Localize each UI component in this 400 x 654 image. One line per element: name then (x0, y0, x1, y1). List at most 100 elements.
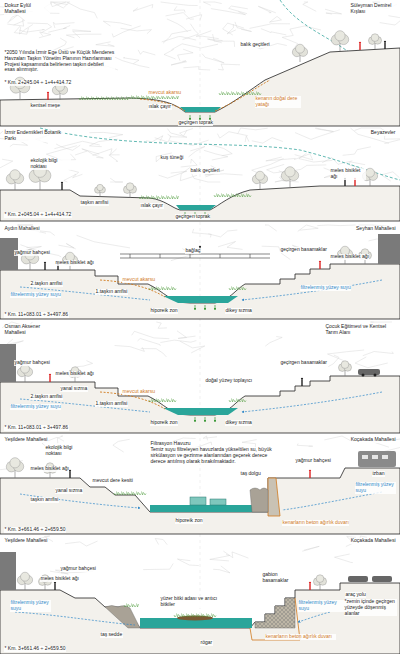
street-line (8, 15, 18, 23)
grass (219, 93, 221, 95)
street-line (112, 26, 141, 37)
street-line (297, 444, 312, 447)
street-line (189, 147, 205, 157)
grass (149, 97, 151, 99)
street-line (178, 49, 194, 61)
grass (249, 195, 251, 197)
street-line (143, 564, 173, 570)
car (358, 369, 380, 375)
street-line (113, 439, 130, 452)
street-line (0, 159, 13, 173)
street-line (14, 26, 28, 34)
section-label: meles bisiklet ağı (330, 168, 366, 180)
grass (87, 97, 89, 101)
section-label: yanal sızma (55, 488, 83, 494)
grass (117, 492, 119, 496)
grass (184, 615, 186, 617)
grass (84, 98, 86, 100)
street-line (167, 19, 188, 32)
street-line (171, 61, 187, 65)
grass (239, 93, 241, 95)
grass (189, 615, 191, 617)
concrete-wall (268, 478, 280, 516)
wheel (374, 374, 377, 377)
street-line (110, 178, 123, 182)
section-label: * Km. 11+083.01 ÷ 3+497.86 (4, 312, 69, 318)
grass (242, 399, 244, 403)
person (69, 472, 70, 478)
building (0, 552, 16, 590)
grass (152, 196, 154, 200)
gabion-steps (255, 598, 295, 628)
infiltration-arrow (195, 305, 196, 310)
tree-crown (296, 44, 305, 53)
person (309, 472, 310, 478)
grass (254, 93, 256, 95)
grass (97, 97, 99, 101)
person (49, 376, 50, 382)
grass (224, 93, 226, 95)
grass (144, 197, 146, 199)
section-label: Koçakada Mahallesi (350, 538, 396, 544)
grass (187, 614, 189, 618)
section-label: meles bisiklet ağı (40, 576, 79, 582)
section-label: Temiz suyu filtreleyen havuzlarda yüksel… (150, 447, 281, 464)
grass (142, 196, 144, 200)
street-line (164, 49, 175, 59)
water (150, 505, 268, 512)
tree-crown (10, 170, 20, 180)
street-line (192, 229, 211, 238)
section-label: hiporeik zon (150, 308, 178, 314)
street-line (252, 138, 283, 144)
grass (242, 287, 244, 291)
section-label: Aydın Mahallesi (4, 226, 40, 232)
section-label: Yeşildere Mahallesi (4, 538, 48, 544)
street-line (303, 2, 316, 11)
seepage-arrow (20, 392, 382, 412)
grass (167, 96, 169, 100)
street-line (325, 9, 342, 14)
street-line (172, 44, 219, 50)
section-label: dikey sızma (225, 308, 252, 314)
section-label: Beyazevler (370, 130, 396, 136)
street-line (121, 28, 152, 34)
seepage-arrow (15, 612, 330, 625)
grass (244, 400, 246, 402)
street-line (196, 31, 219, 39)
grass (107, 97, 109, 101)
tree-crown (10, 458, 20, 468)
section-label: * Km. 2+245.04 ÷ 1+4+414.72 (4, 80, 72, 86)
section-label: Koçakada Mahallesi (350, 437, 396, 443)
grass (259, 93, 261, 95)
stream-outline (140, 80, 270, 111)
grass (99, 98, 101, 100)
grass (237, 399, 239, 403)
grass (114, 493, 116, 495)
street-line (298, 225, 319, 231)
grass (127, 604, 129, 608)
section-label: 1.taşkın amfisi (95, 401, 128, 407)
street-line (265, 225, 276, 231)
section-label: filtrelenmiş yüzey suyu (10, 292, 61, 298)
grass (119, 493, 121, 495)
grass (124, 98, 126, 100)
section-label: * Km. 2+045.04 ÷ 1+4+414.72 (4, 212, 72, 218)
person (44, 264, 45, 270)
section-label: mevcut akarsu (148, 90, 182, 96)
grass (244, 195, 246, 197)
grass (139, 97, 141, 99)
grass (129, 605, 131, 607)
grass (122, 97, 124, 101)
street-line (203, 436, 217, 440)
person-head (309, 582, 311, 584)
tree-crown (21, 572, 30, 581)
grass (129, 97, 131, 99)
street-line (89, 139, 118, 147)
section-label: * Km. 11+083.01 ÷ 3+497.86 (4, 425, 69, 431)
grass (222, 92, 224, 96)
grass (177, 614, 179, 618)
person-head (49, 374, 51, 376)
section-label: taş dolgu (240, 471, 261, 477)
grass (162, 196, 164, 200)
tree-crown (126, 183, 134, 191)
